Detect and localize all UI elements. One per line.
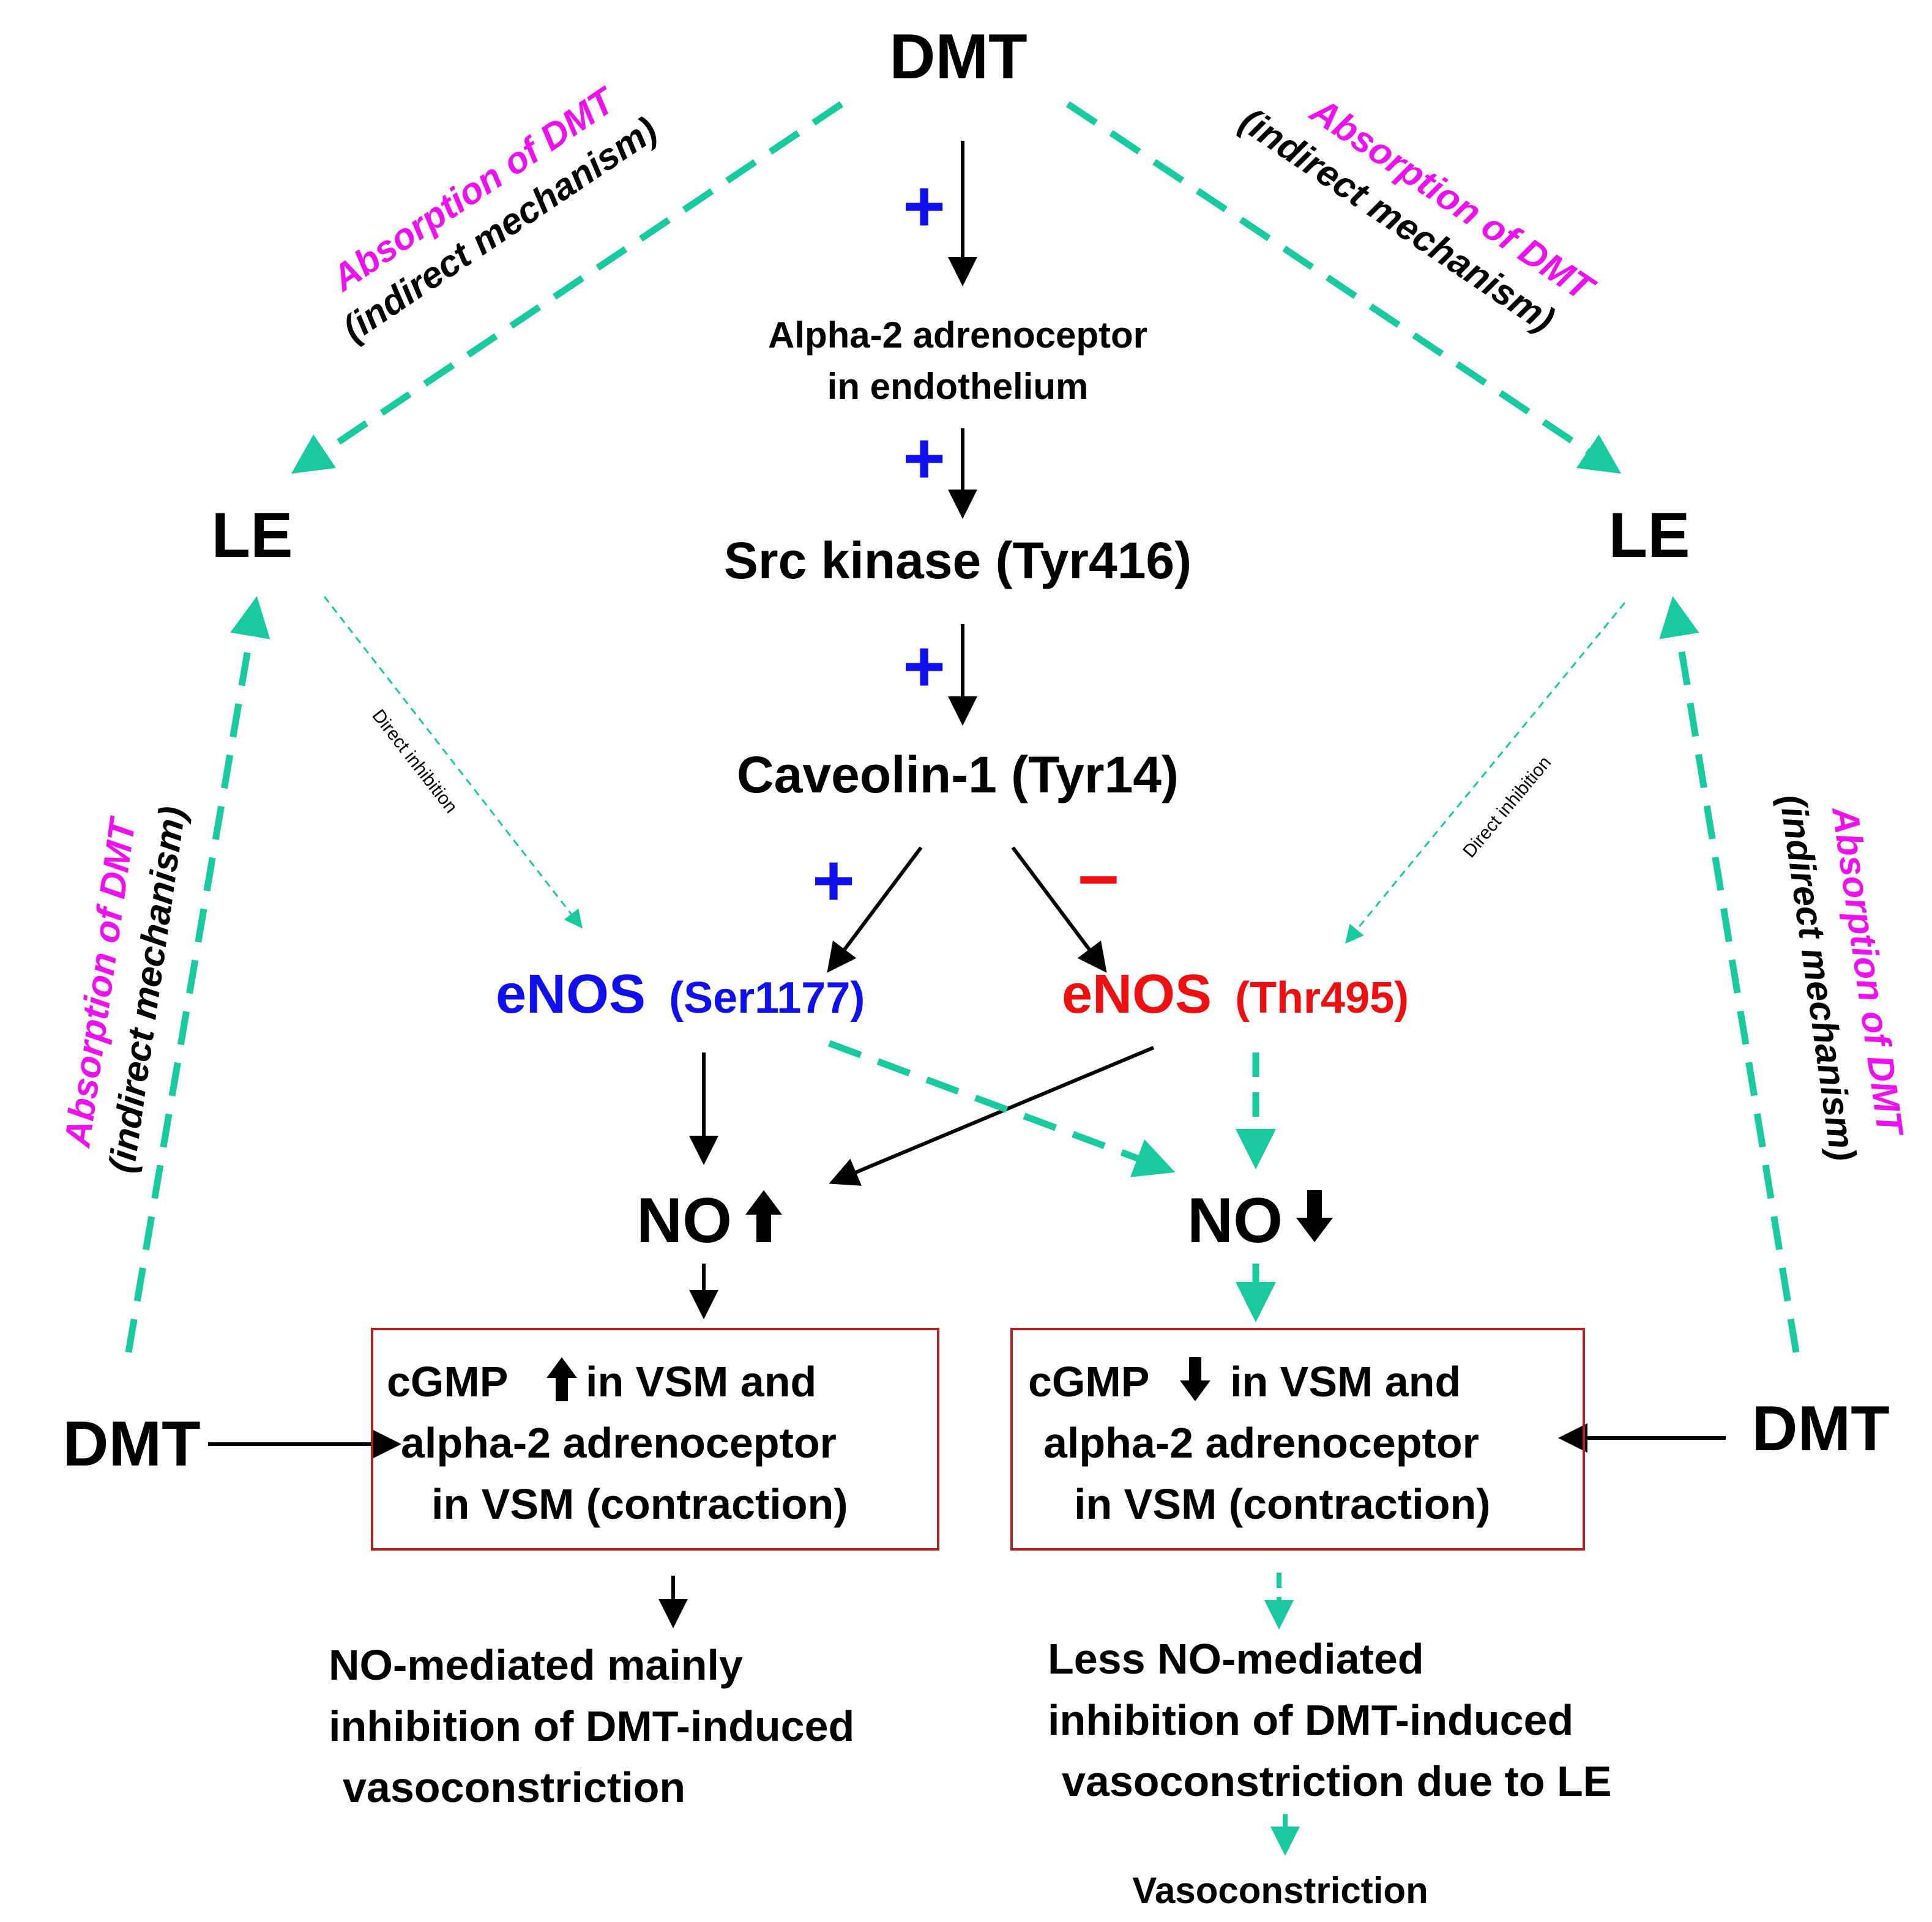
node-enos-ser: eNOS (Ser1177) xyxy=(496,964,865,1025)
arrow-caveolin-to-enos-ser xyxy=(827,846,923,973)
enos-ser-site: (Ser1177) xyxy=(669,974,865,1022)
arrow-caveolin-to-enos-thr xyxy=(1011,846,1107,973)
box-right-line3: in VSM (contraction) xyxy=(1074,1480,1491,1528)
sign-plus-4: + xyxy=(812,840,855,922)
annotation-direct-inhibition-right: Direct inhibition xyxy=(1459,753,1555,862)
node-no-up: NO xyxy=(636,1185,732,1256)
teal-dmt-right-to-le-right xyxy=(1659,596,1800,1353)
sign-minus: – xyxy=(1078,833,1119,915)
outcome-right-line1: Less NO-mediated xyxy=(1048,1635,1424,1683)
sign-plus-1: + xyxy=(903,165,945,247)
node-dmt-right: DMT xyxy=(1751,1393,1889,1464)
teal-dmt-to-le-right xyxy=(1065,101,1622,474)
node-caveolin: Caveolin-1 (Tyr14) xyxy=(737,746,1179,803)
teal-enos-ser-to-no-down xyxy=(828,1040,1176,1177)
box-left-line1-b: in VSM and xyxy=(586,1358,816,1406)
outcome-left-line2: inhibition of DMT-induced xyxy=(329,1702,854,1750)
box-right xyxy=(1010,1328,1585,1551)
box-left-line3: in VSM (contraction) xyxy=(431,1480,848,1528)
arrow-down-icon xyxy=(1296,1190,1333,1242)
enos-ser-label: eNOS xyxy=(496,964,646,1025)
outcome-right-line3: vasoconstriction due to LE xyxy=(1062,1757,1611,1805)
outcome-left-line1: NO-mediated mainly xyxy=(329,1641,743,1689)
arrow-up-icon xyxy=(745,1190,782,1242)
teal-dmt-left-to-le-left xyxy=(125,596,270,1353)
node-le-left: LE xyxy=(212,500,293,571)
box-right-line1-b: in VSM and xyxy=(1230,1358,1461,1406)
box-left xyxy=(371,1328,939,1551)
outcome-final: Vasoconstriction xyxy=(1132,1870,1428,1911)
arrow-down-icon xyxy=(1180,1357,1210,1401)
node-no-down: NO xyxy=(1187,1185,1283,1256)
box-right-line1-a: cGMP xyxy=(1028,1358,1149,1406)
node-le-right: LE xyxy=(1609,500,1690,571)
node-enos-thr: eNOS (Thr495) xyxy=(1062,964,1409,1025)
enos-thr-site: (Thr495) xyxy=(1235,974,1409,1022)
teal-dmt-to-le-left xyxy=(291,101,844,474)
node-alpha2-line1: Alpha-2 adrenoceptor xyxy=(768,315,1147,356)
sign-plus-2: + xyxy=(903,417,945,499)
teal-le-left-direct-inhibition xyxy=(323,596,583,929)
box-left-line1-a: cGMP xyxy=(387,1358,508,1406)
box-left-line2: alpha-2 adrenoceptor xyxy=(401,1419,837,1467)
enos-thr-label: eNOS xyxy=(1062,964,1212,1025)
outcome-right-line2: inhibition of DMT-induced xyxy=(1048,1696,1573,1744)
arrow-enos-thr-to-no-up xyxy=(829,1046,1155,1186)
outcome-left-line3: vasoconstriction xyxy=(343,1764,685,1811)
arrow-up-icon xyxy=(546,1357,577,1401)
node-dmt-top: DMT xyxy=(889,21,1027,92)
sign-plus-3: + xyxy=(903,625,945,707)
teal-le-right-direct-inhibition xyxy=(1345,602,1626,944)
node-src-kinase: Src kinase (Tyr416) xyxy=(724,532,1192,589)
node-dmt-left: DMT xyxy=(62,1409,200,1480)
node-alpha2-line2: in endothelium xyxy=(827,366,1089,407)
box-right-line2: alpha-2 adrenoceptor xyxy=(1043,1419,1479,1467)
annotation-direct-inhibition-left: Direct inhibition xyxy=(368,706,461,817)
